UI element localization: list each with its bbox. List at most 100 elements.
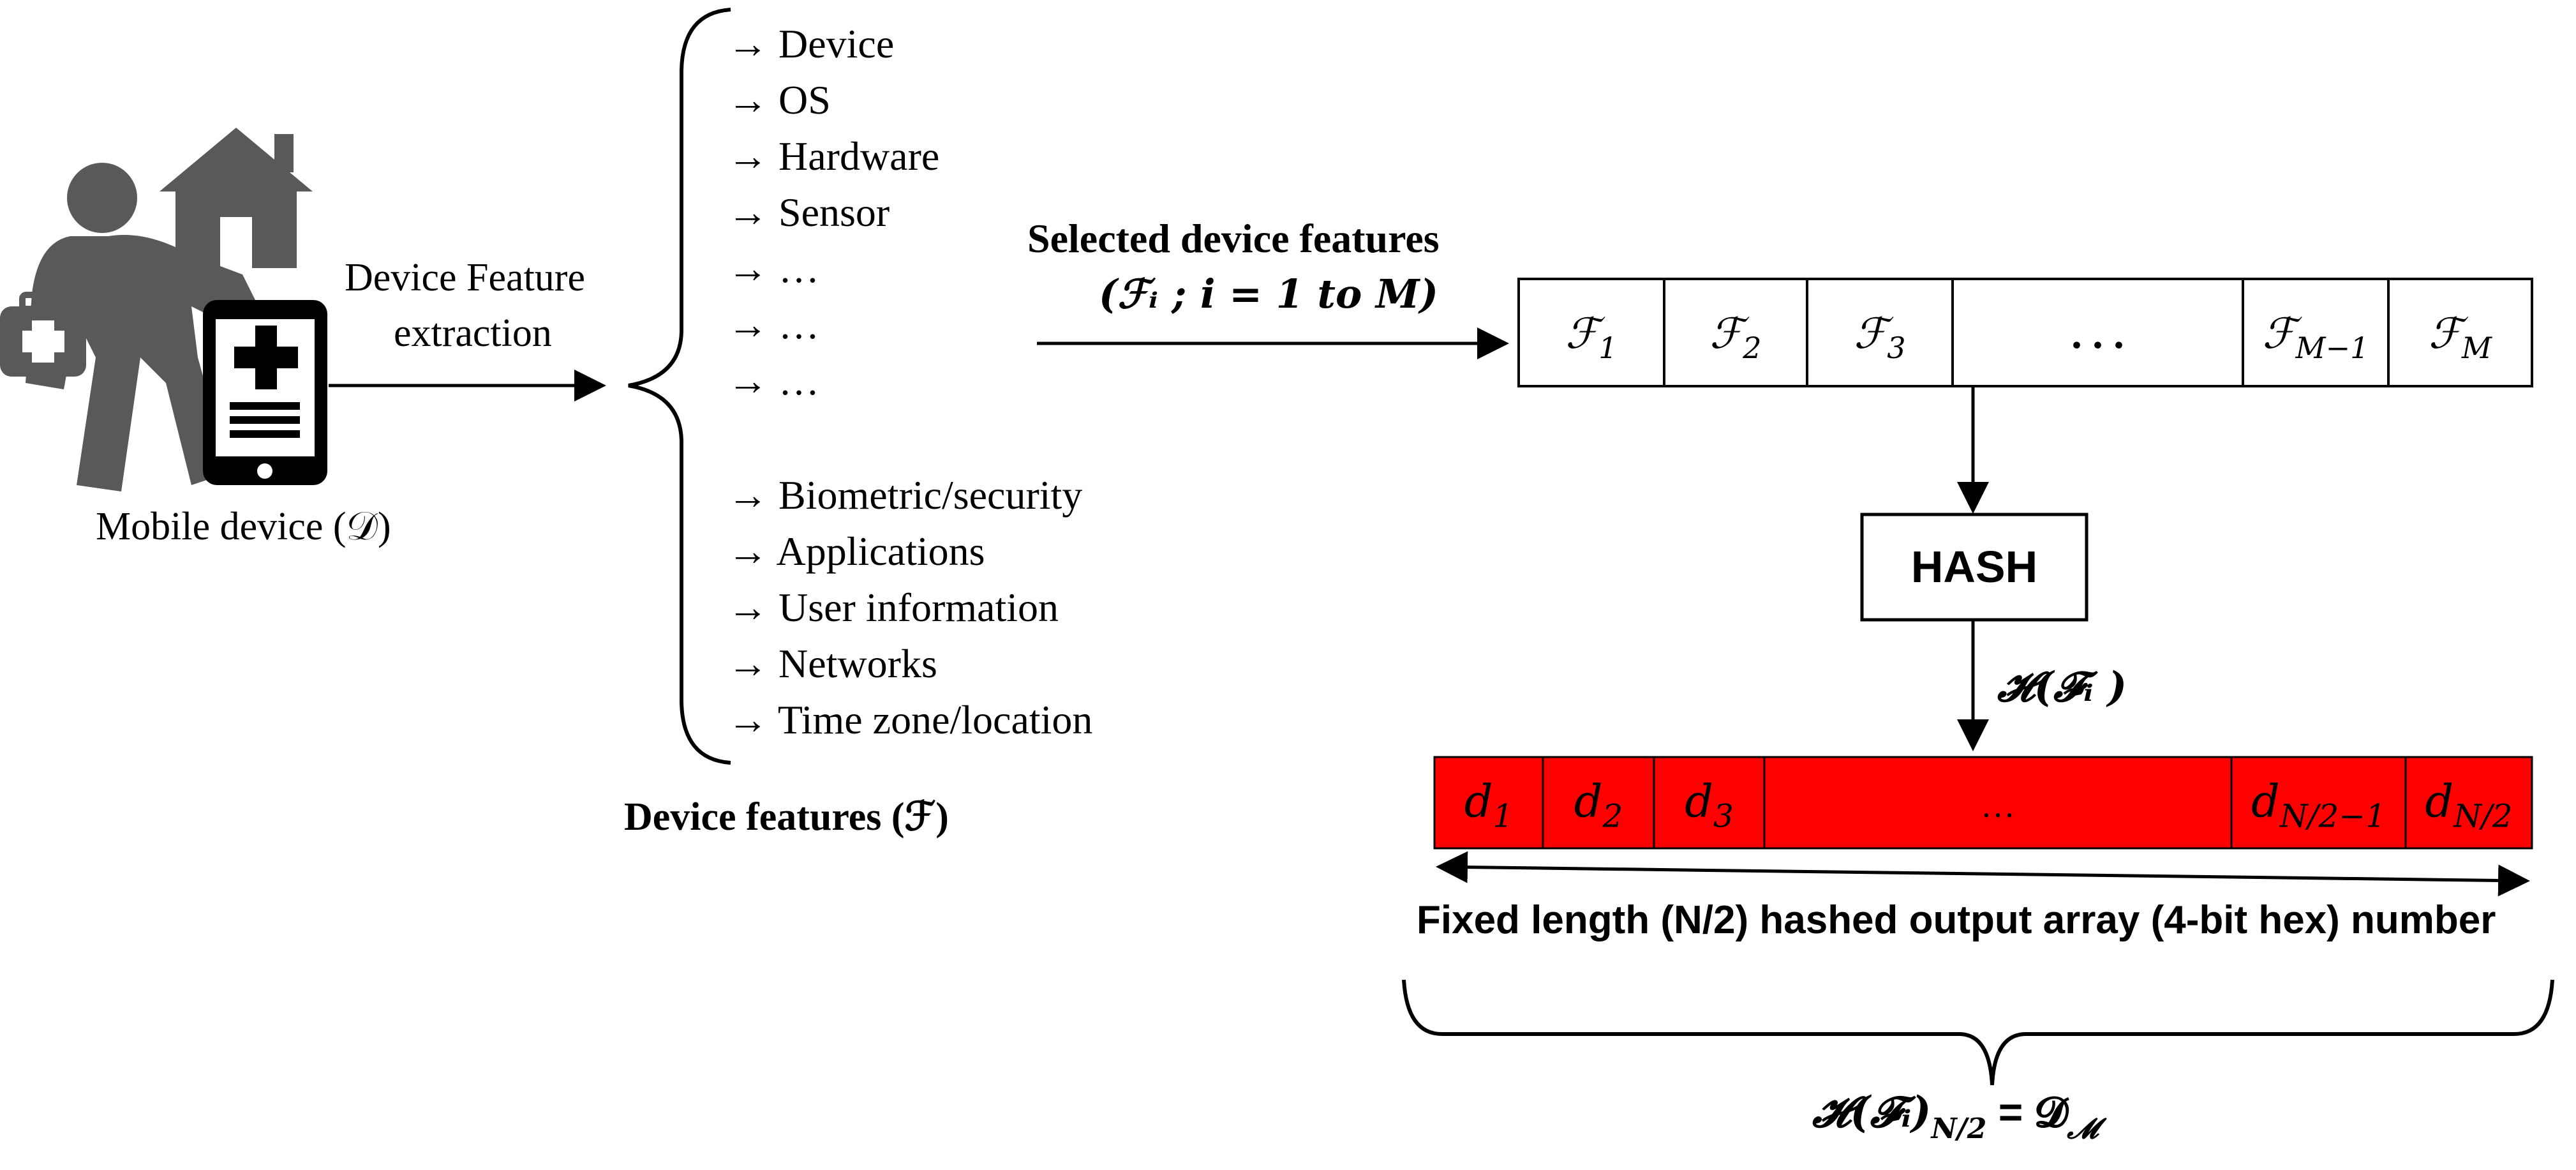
feature-array-cell xyxy=(2242,278,2390,387)
feature-array-cell xyxy=(1517,278,1665,387)
feature-item-primary-4: → … xyxy=(727,246,819,291)
feature-arrow-glyph: → xyxy=(727,585,778,630)
digit-subscript: 2 xyxy=(1602,798,1623,835)
equation-lhs-subscript: N/2 xyxy=(1930,1113,1987,1145)
hex-array-cell xyxy=(1542,756,1655,850)
feature-list-secondary: → Biometric/security→ Applications→ User… xyxy=(727,472,1092,742)
feature-item-secondary-1: → Applications xyxy=(727,529,985,574)
hex-array-cell xyxy=(2230,756,2407,850)
digit-symbol: d xyxy=(1464,776,1493,828)
feature-array-cell xyxy=(2387,278,2533,387)
feature-arrow-glyph: → xyxy=(727,21,778,66)
digit-subscript: N/2−1 xyxy=(2279,798,2386,835)
feature-item-primary-5: → … xyxy=(727,302,819,347)
feature-array-cell-label: . . . xyxy=(2071,311,2124,357)
length-double-arrow xyxy=(1436,851,2530,897)
feature-item-label: Applications xyxy=(776,529,985,574)
hex-array-cell-label: d2 xyxy=(1574,776,1623,835)
cell-subscript: M xyxy=(2461,331,2493,365)
cell-subscript: 2 xyxy=(1742,331,1761,365)
feature-item-secondary-4: → Time zone/location xyxy=(727,697,1092,742)
equation-lhs: 𝓗(𝓕ᵢ) xyxy=(1812,1087,1932,1137)
equation-rhs: = 𝓓 xyxy=(1986,1088,2069,1136)
hash-output-label: 𝓗(𝓕ᵢ ) xyxy=(1997,663,2127,711)
digit-symbol: d xyxy=(1574,776,1603,828)
hex-array-cell xyxy=(1763,756,2233,850)
medical-bag-icon xyxy=(0,292,86,377)
digit-subscript: N/2 xyxy=(2453,798,2512,835)
digit-symbol: d xyxy=(2251,776,2280,828)
cell-subscript: 3 xyxy=(1887,331,1905,365)
feature-item-label: Device xyxy=(778,21,894,66)
feature-arrow-glyph: → xyxy=(727,190,778,235)
feature-item-label: User information xyxy=(778,585,1059,630)
feature-item-label: Sensor xyxy=(778,190,890,235)
digit-symbol: d xyxy=(1685,776,1713,828)
hex-array-cell-label: dN/2 xyxy=(2425,776,2512,835)
feature-array-cell-label: ℱ3 xyxy=(1854,309,1905,365)
feature-item-label: … xyxy=(778,246,819,291)
digit-subscript: 1 xyxy=(1493,798,1514,835)
cell-subscript: 1 xyxy=(1598,331,1617,365)
feature-arrow-glyph: → xyxy=(727,641,778,686)
output-brace xyxy=(1402,979,2554,1086)
digit-subscript: 3 xyxy=(1713,798,1734,835)
house-icon xyxy=(160,128,313,268)
feature-item-primary-6: → … xyxy=(727,358,819,403)
feature-item-primary-2: → Hardware xyxy=(727,133,939,179)
feature-item-label: … xyxy=(778,302,819,347)
feature-item-secondary-3: → Networks xyxy=(727,641,937,686)
feature-arrow-glyph: → xyxy=(727,472,778,518)
feature-item-label: Hardware xyxy=(778,133,939,179)
digit-symbol: … xyxy=(1981,786,2015,825)
feature-list-primary: → Device→ OS→ Hardware→ Sensor→ …→ …→ … xyxy=(727,21,939,403)
feature-item-label: Networks xyxy=(778,641,937,686)
hex-array-cell xyxy=(2404,756,2533,850)
hex-array-cell xyxy=(1433,756,1544,850)
feature-array-cell xyxy=(1663,278,1808,387)
feature-arrow-glyph: → xyxy=(727,302,778,347)
feature-item-label: OS xyxy=(778,77,831,123)
feature-item-label: Time zone/location xyxy=(778,697,1093,742)
feature-arrow-glyph: → xyxy=(727,529,776,574)
feature-item-primary-3: → Sensor xyxy=(727,190,890,235)
feature-item-secondary-0: → Biometric/security xyxy=(727,472,1082,518)
cell-symbol: . . . xyxy=(2071,311,2124,357)
selected-features-title: Selected device features xyxy=(1027,216,1440,261)
feature-item-label: Biometric/security xyxy=(778,472,1082,518)
mobile-device-label: Mobile device (𝒟) xyxy=(96,505,391,548)
smartphone-icon xyxy=(203,300,327,485)
feature-item-primary-0: → Device xyxy=(727,21,894,66)
person-walking-icon xyxy=(26,163,255,491)
hex-array-cell-label: d1 xyxy=(1464,776,1514,835)
hex-array-cell xyxy=(1653,756,1766,850)
selected-features-range: (ℱᵢ ; i = 1 to M) xyxy=(1099,271,1438,317)
length-caption: Fixed length (N/2) hashed output array (… xyxy=(1417,898,2496,942)
digit-symbol: d xyxy=(2425,776,2453,828)
hex-array-cell-label: d3 xyxy=(1685,776,1734,835)
feature-array-cell xyxy=(1951,278,2244,387)
feature-arrow-glyph: → xyxy=(727,246,778,291)
feature-arrow-glyph: → xyxy=(727,77,778,123)
cell-subscript: M−1 xyxy=(2295,331,2369,365)
feature-item-primary-1: → OS xyxy=(727,77,831,123)
device-features-caption: Device features (ℱ) xyxy=(624,795,949,839)
feature-array-cell-label: ℱM−1 xyxy=(2263,309,2369,365)
feature-arrow-glyph: → xyxy=(727,133,778,179)
feature-arrow-glyph: → xyxy=(727,358,778,403)
equation-rhs-subscript: 𝓜 xyxy=(2066,1113,2107,1145)
feature-array-cell xyxy=(1806,278,1954,387)
extraction-label-line2: extraction xyxy=(394,311,552,355)
feature-brace xyxy=(628,8,731,765)
hash-box-label: HASH xyxy=(1911,542,2037,592)
hash-box xyxy=(1860,513,2088,622)
hex-array-cell-label: dN/2−1 xyxy=(2251,776,2386,835)
extraction-label-line1: Device Feature xyxy=(345,256,585,299)
feature-item-secondary-2: → User information xyxy=(727,585,1059,630)
fingerprint-equation: 𝓗(𝓕ᵢ)N/2 = 𝓓𝓜 xyxy=(1812,1087,2107,1145)
feature-arrow-glyph: → xyxy=(727,697,778,742)
feature-item-label: … xyxy=(778,358,819,403)
